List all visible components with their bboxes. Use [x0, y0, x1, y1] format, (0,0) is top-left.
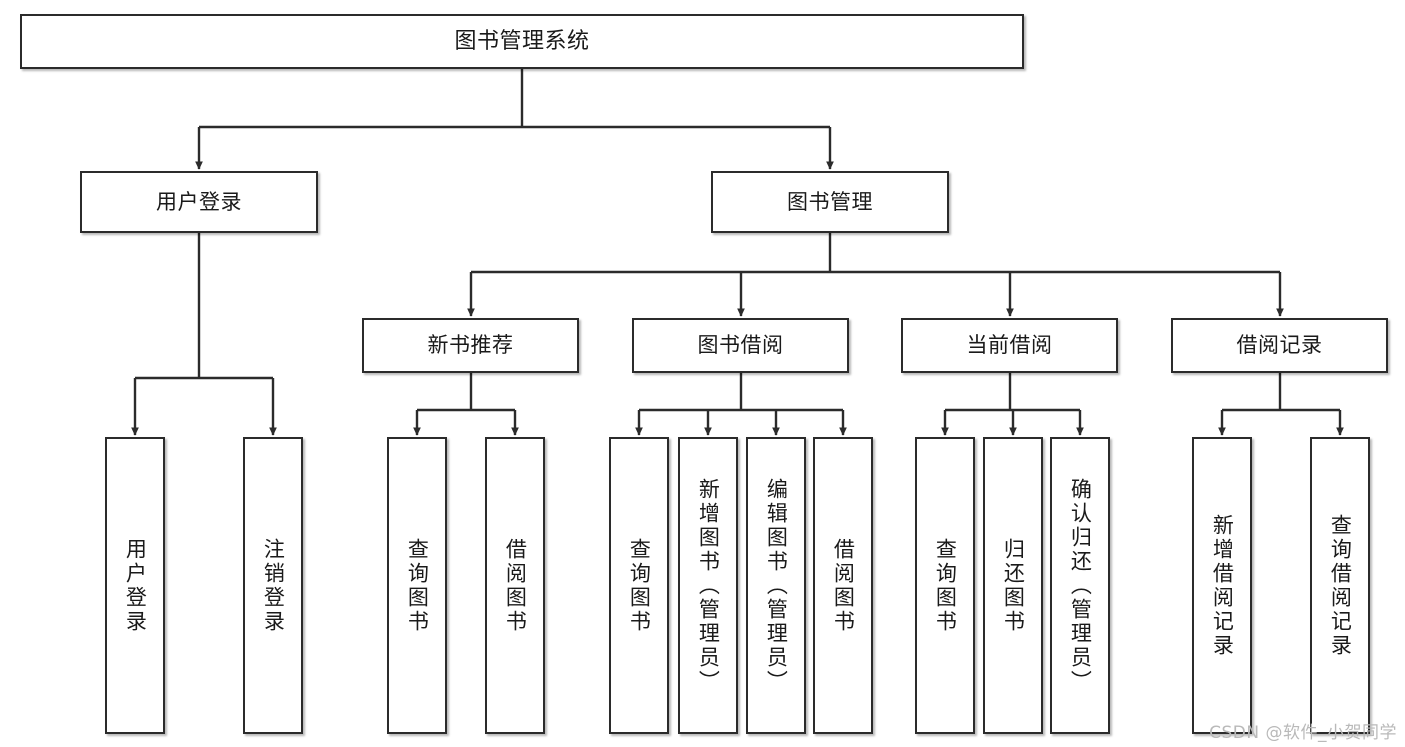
- csdn-watermark: CSDN @软件_小贺同学: [1209, 723, 1397, 743]
- node-label: 图书管理系统: [454, 28, 590, 54]
- node-leaf-user-login[interactable]: 用户登录: [105, 437, 165, 734]
- node-label: 编辑图书（管理员）: [764, 477, 789, 694]
- node-label: 注销登录: [261, 537, 286, 634]
- node-leaf-user-logout[interactable]: 注销登录: [243, 437, 303, 734]
- node-leaf-query-book-2[interactable]: 查询图书: [609, 437, 669, 734]
- node-label: 用户登录: [123, 537, 148, 634]
- node-label: 新增借阅记录: [1210, 513, 1235, 658]
- node-records[interactable]: 借阅记录: [1171, 318, 1388, 373]
- node-leaf-borrow-book-2[interactable]: 借阅图书: [813, 437, 873, 734]
- node-label: 用户登录: [156, 189, 242, 214]
- node-leaf-query-book-3[interactable]: 查询图书: [915, 437, 975, 734]
- node-current[interactable]: 当前借阅: [901, 318, 1118, 373]
- node-leaf-return-book[interactable]: 归还图书: [983, 437, 1043, 734]
- node-label: 借阅图书: [831, 537, 856, 634]
- node-leaf-add-record[interactable]: 新增借阅记录: [1192, 437, 1252, 734]
- node-label: 当前借阅: [966, 333, 1053, 358]
- node-leaf-borrow-book-1[interactable]: 借阅图书: [485, 437, 545, 734]
- node-leaf-confirm-return[interactable]: 确认归还（管理员）: [1050, 437, 1110, 734]
- node-label: 确认归还（管理员）: [1068, 477, 1093, 694]
- node-label: 图书借阅: [697, 333, 784, 358]
- node-leaf-query-book-1[interactable]: 查询图书: [387, 437, 447, 734]
- node-leaf-edit-book[interactable]: 编辑图书（管理员）: [746, 437, 806, 734]
- node-label: 查询图书: [933, 537, 958, 634]
- node-label: 借阅图书: [503, 537, 528, 634]
- node-borrow[interactable]: 图书借阅: [632, 318, 849, 373]
- node-label: 查询借阅记录: [1328, 513, 1353, 658]
- node-login[interactable]: 用户登录: [80, 171, 318, 233]
- node-label: 查询图书: [405, 537, 430, 634]
- node-label: 借阅记录: [1236, 333, 1323, 358]
- node-bookmgr[interactable]: 图书管理: [711, 171, 949, 233]
- node-label: 新书推荐: [427, 333, 514, 358]
- node-label: 新增图书（管理员）: [696, 477, 721, 694]
- node-leaf-add-book[interactable]: 新增图书（管理员）: [678, 437, 738, 734]
- node-leaf-query-record[interactable]: 查询借阅记录: [1310, 437, 1370, 734]
- node-newbook[interactable]: 新书推荐: [362, 318, 579, 373]
- node-root[interactable]: 图书管理系统: [20, 14, 1024, 69]
- node-label: 图书管理: [787, 189, 873, 214]
- node-label: 归还图书: [1001, 537, 1026, 634]
- node-label: 查询图书: [627, 537, 652, 634]
